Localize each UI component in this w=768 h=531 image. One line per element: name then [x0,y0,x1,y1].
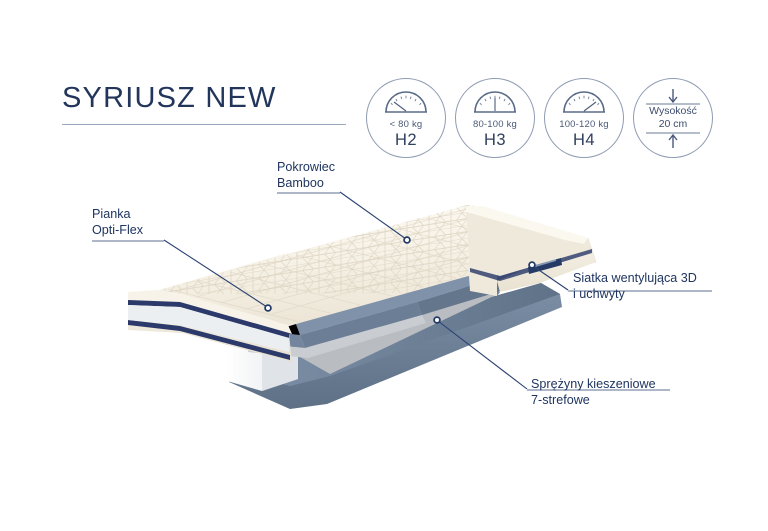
callout-pianka-line1: Pianka [92,207,131,221]
leader-sprezyny [437,320,528,390]
badge-h3-weight: 80-100 kg [472,119,518,130]
callout-siatka-line2: i uchwyty [573,286,625,301]
badge-h3-hardness: H3 [483,131,507,149]
badge-h2[interactable]: < 80 kg H2 [366,78,446,158]
arrow-up-icon [646,132,700,148]
badge-h4[interactable]: 100-120 kg H4 [544,78,624,158]
badge-h3[interactable]: 80-100 kg H3 [455,78,535,158]
gauge-icon [563,91,605,113]
leader-markers [264,236,536,324]
callout-pianka: Pianka Opti-Flex [92,207,143,238]
badge-height-line1: Wysokość [649,105,697,117]
page-title: SYRIUSZ NEW [62,82,277,114]
marker-pianka [264,304,272,312]
badge-h4-hardness: H4 [572,131,596,149]
marker-pokrowiec [403,236,411,244]
callout-siatka: Siatka wentylująca 3D i uchwyty [573,271,697,302]
callout-pokrowiec-line1: Pokrowiec [277,160,336,174]
callout-pokrowiec: Pokrowiec Bamboo [277,160,335,191]
hardness-badge-row: < 80 kg H2 80-100 kg H3 [366,78,713,158]
badge-h4-weight: 100-120 kg [559,119,609,130]
callout-pokrowiec-line2: Bamboo [277,175,324,190]
badge-height[interactable]: Wysokość 20 cm [633,78,713,158]
callout-siatka-line1: Siatka wentylująca 3D [573,271,697,285]
badge-height-line2: 20 cm [658,118,688,130]
leader-pianka [163,239,268,308]
cover-right-face [466,206,592,281]
callout-underlines [92,192,712,391]
leader-siatka [532,265,569,291]
marker-sprezyny [433,316,441,324]
leader-lines [163,191,569,390]
callout-sprezyny-line1: Sprężyny kieszeniowe [531,377,656,391]
gauge-icon [474,91,516,113]
leader-pokrowiec [339,191,407,240]
brand-tag [528,258,562,274]
mattress-left-end [128,290,292,362]
arrow-down-icon [646,89,700,105]
badge-h2-weight: < 80 kg [389,119,423,130]
callout-pianka-line2: Opti-Flex [92,222,144,237]
gauge-icon [385,91,427,113]
callout-sprezyny: Sprężyny kieszeniowe 7-strefowe [531,377,656,408]
badge-h2-hardness: H2 [394,131,418,149]
mesh-layer-3d [248,315,426,358]
title-divider [62,124,346,125]
marker-siatka [528,261,536,269]
callout-sprezyny-line2: 7-strefowe [531,392,590,407]
